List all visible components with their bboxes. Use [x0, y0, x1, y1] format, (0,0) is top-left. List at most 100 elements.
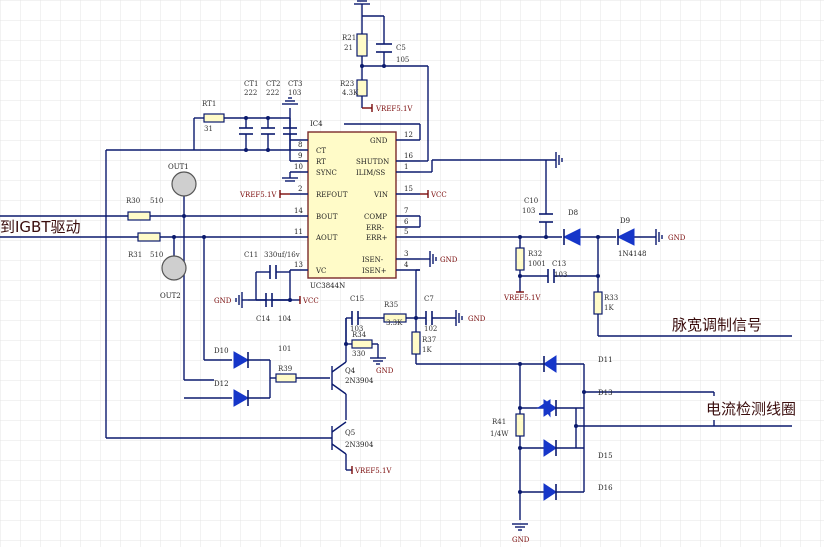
d16-diode[interactable]: [543, 483, 557, 501]
gnd-symbol-d9: [655, 229, 663, 245]
gnd-label-r34: GND: [376, 367, 394, 375]
ct2-capacitor[interactable]: [261, 127, 275, 135]
c11-capacitor[interactable]: [269, 265, 277, 279]
q5-transistor[interactable]: [331, 421, 352, 471]
pin-isenm-num: 3: [404, 250, 408, 258]
gnd-symbol-c10: [555, 152, 563, 168]
r31-resistor[interactable]: [137, 232, 161, 242]
r33-resistor[interactable]: [593, 291, 603, 315]
r21-value: 21: [344, 44, 353, 52]
ct3-capacitor[interactable]: [283, 127, 297, 135]
q5-ref: Q5: [345, 429, 355, 437]
r37-value: 1K: [422, 346, 432, 354]
d8-ref: D8: [568, 209, 578, 217]
r21-resistor[interactable]: [356, 33, 368, 57]
r34-resistor[interactable]: [351, 339, 373, 349]
d10-diode[interactable]: [233, 351, 250, 369]
c5-capacitor[interactable]: [376, 43, 392, 53]
c13-value: 103: [554, 271, 567, 279]
d12-ref: D12: [214, 380, 229, 388]
pin-vc-num: 13: [294, 261, 303, 269]
r37-ref: R37: [422, 336, 436, 344]
rt1-ref: RT1: [202, 100, 216, 108]
ct1-capacitor[interactable]: [239, 127, 253, 135]
r34-ref: R34: [352, 331, 367, 339]
vcc-label-vin: VCC: [430, 191, 447, 199]
vref-label-top: VREF5.1V: [375, 105, 413, 113]
r39-value: 101: [278, 345, 291, 353]
d9-value: 1N4148: [618, 250, 646, 258]
pin-ct-num: 8: [298, 141, 302, 149]
ct2-value: 222: [266, 89, 279, 97]
pin-aout-name: AOUT: [315, 234, 338, 242]
c15-capacitor[interactable]: [351, 311, 359, 325]
gnd-symbol-c7: [455, 310, 463, 326]
coil-annotation: 电流检测线圈: [706, 400, 796, 418]
pin-isenm-name: ISEN-: [362, 256, 384, 264]
pin-vin-name: VIN: [373, 191, 388, 199]
pin-errp-name: ERR+: [366, 234, 388, 242]
c13-ref: C13: [552, 260, 566, 268]
q5-value: 2N3904: [345, 441, 374, 449]
d15-ref: D15: [598, 452, 613, 460]
out1-terminal[interactable]: [171, 171, 197, 197]
c11-value: 330uf/16v: [264, 251, 300, 259]
r32-resistor[interactable]: [515, 247, 525, 271]
pin-vc-name: VC: [315, 267, 326, 275]
c14-ref: C14: [256, 315, 271, 323]
c7-ref: C7: [424, 295, 434, 303]
c13-capacitor[interactable]: [547, 269, 555, 283]
d13-ref: D13: [598, 389, 613, 397]
q4-ref: Q4: [345, 367, 356, 375]
junction-dots: [172, 64, 600, 494]
pin-rt-num: 9: [298, 152, 302, 160]
pin-bout-name: BOUT: [316, 213, 338, 221]
pin-isenp-name: ISEN+: [362, 267, 387, 275]
gnd-symbol-isen: [429, 251, 437, 267]
d12-diode[interactable]: [233, 389, 250, 407]
ct3-value: 103: [288, 89, 301, 97]
c10-capacitor[interactable]: [539, 213, 553, 223]
pin-isenp-num: 4: [404, 261, 409, 269]
r37-resistor[interactable]: [411, 331, 421, 355]
r41-resistor[interactable]: [515, 413, 525, 437]
c10-ref: C10: [524, 197, 538, 205]
c15-value: 103: [350, 325, 363, 333]
q4-value: 2N3904: [345, 377, 374, 385]
d13-diode[interactable]: [536, 399, 557, 418]
c7-capacitor[interactable]: [425, 311, 433, 325]
r30-resistor[interactable]: [127, 211, 151, 221]
r30-value: 510: [150, 197, 163, 205]
r30-ref: R30: [126, 197, 140, 205]
out2-terminal[interactable]: [161, 255, 187, 281]
r31-ref: R31: [128, 251, 142, 259]
rt1-resistor[interactable]: [203, 113, 225, 123]
c5-ref: C5: [396, 44, 406, 52]
ic4-chip[interactable]: IC4 UC3844N 8 CT 9 RT 10 SYNC 2 REFOUT 1…: [290, 120, 420, 290]
vref-label-r32: VREF5.1V: [503, 294, 541, 302]
gnd-symbol-ct3: [282, 97, 298, 105]
gnd-symbol-r34: [370, 357, 386, 365]
r39-resistor[interactable]: [275, 373, 297, 383]
r23-resistor[interactable]: [356, 79, 368, 97]
d15-diode[interactable]: [543, 439, 557, 457]
d8-diode[interactable]: [562, 228, 581, 246]
r41-ref: R41: [492, 418, 506, 426]
pin-vin-num: 15: [404, 185, 413, 193]
pin-aout-num: 11: [294, 228, 303, 236]
vref-symbol-refout: [279, 190, 290, 198]
pin-comp-name: COMP: [364, 213, 387, 221]
d16-ref: D16: [598, 484, 613, 492]
d11-diode[interactable]: [543, 355, 557, 373]
c14-capacitor[interactable]: [265, 293, 273, 307]
c5-value: 105: [396, 56, 409, 64]
pin-gnd-name: GND: [370, 137, 388, 145]
r35-resistor[interactable]: [383, 313, 407, 323]
r23-value: 4.3K: [342, 89, 359, 97]
c15-ref: C15: [350, 295, 364, 303]
r39-ref: R39: [278, 365, 292, 373]
d9-diode[interactable]: [616, 228, 635, 246]
pin-comp-num: 7: [404, 207, 408, 215]
